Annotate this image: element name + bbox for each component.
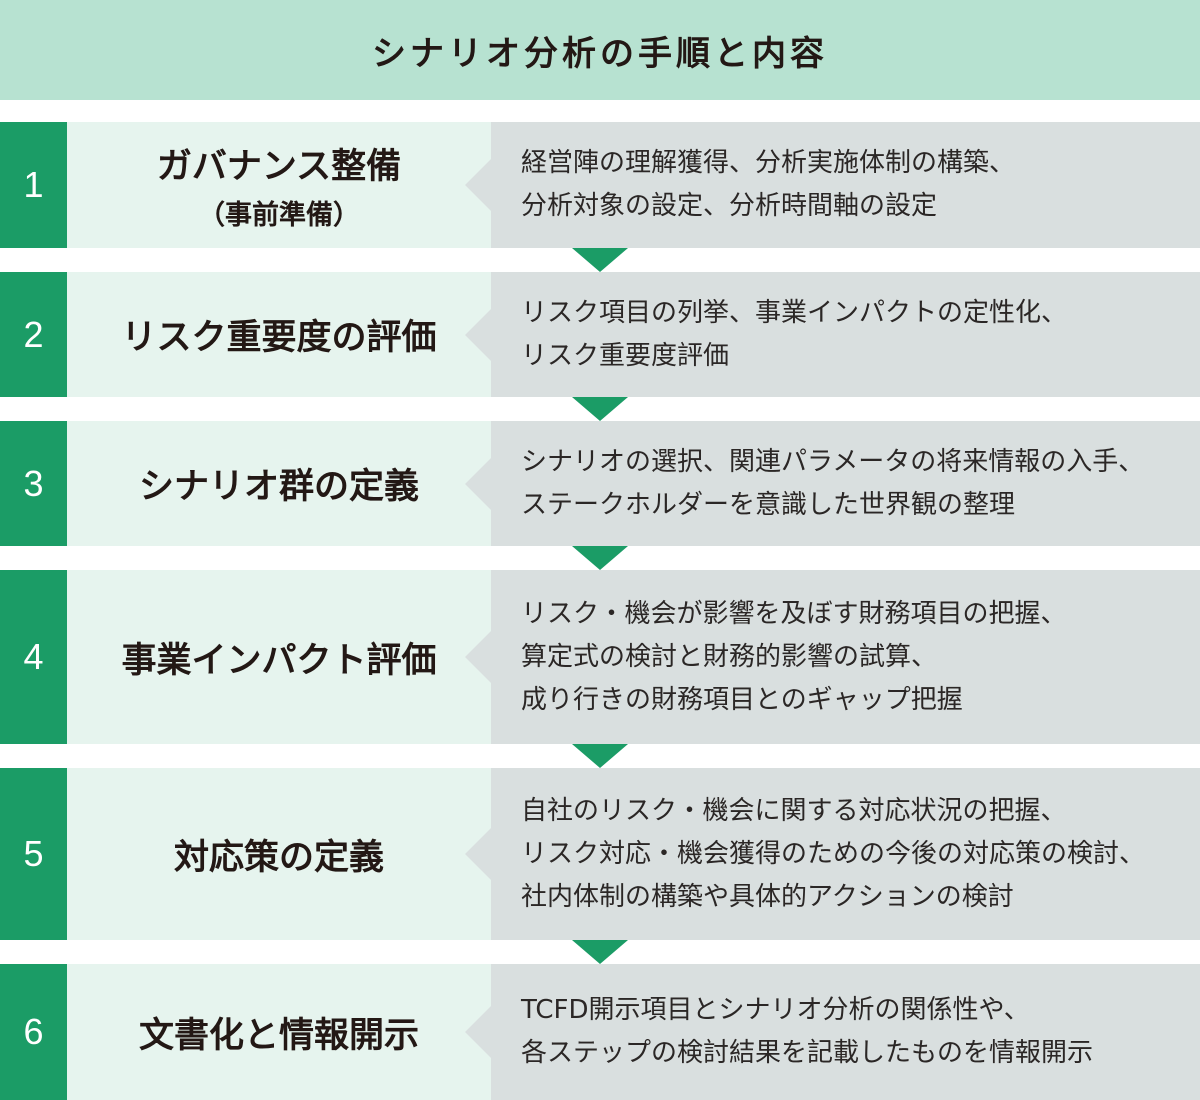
pointer-notch-icon [465,631,491,683]
down-arrow-icon [572,744,628,768]
description-line: 分析対象の設定、分析時間軸の設定 [521,191,938,221]
step-description: TCFD開示項目とシナリオ分析の関係性や、 各ステップの検討結果を記載したものを… [491,964,1200,1100]
step-description: リスク項目の列挙、事業インパクトの定性化、 リスク重要度評価 [491,272,1200,397]
description-line: 成り行きの財務項目とのギャップ把握 [521,684,963,715]
pointer-notch-icon [465,159,491,211]
step-title-box: 事業インパクト評価 [67,570,491,744]
down-arrow-icon [572,397,628,421]
step-title-box: ガバナンス整備 （事前準備） [67,122,491,248]
description-line: リスク重要度評価 [521,340,730,371]
diagram-title: シナリオ分析の手順と内容 [372,33,828,74]
step-description: 経営陣の理解獲得、分析実施体制の構築、 分析対象の設定、分析時間軸の設定 [491,122,1200,248]
step-1: 1 ガバナンス整備 （事前準備） 経営陣の理解獲得、分析実施体制の構築、 分析対… [0,122,1200,248]
step-number: 3 [0,421,67,546]
down-arrow-icon [572,940,628,964]
step-subtitle: （事前準備） [198,200,360,231]
description-line: リスク対応・機会獲得のための今後の対応策の検討、 [521,838,1146,869]
description-line: 経営陣の理解獲得、分析実施体制の構築、 [521,148,1016,178]
pointer-notch-icon [465,308,491,361]
step-number: 2 [0,272,67,397]
step-title: 文書化と情報開示 [138,1015,419,1056]
description-line: 算定式の検討と財務的影響の試算、 [521,641,938,672]
step-2: 2 リスク重要度の評価 リスク項目の列挙、事業インパクトの定性化、 リスク重要度… [0,272,1200,397]
step-4: 4 事業インパクト評価 リスク・機会が影響を及ぼす財務項目の把握、 算定式の検討… [0,570,1200,744]
step-number: 1 [0,122,67,248]
step-title: 事業インパクト評価 [121,640,437,681]
description-line: 社内体制の構築や具体的アクションの検討 [521,881,1014,912]
description-line: シナリオの選択、関連パラメータの将来情報の入手、 [521,446,1145,477]
step-title: リスク重要度の評価 [121,318,437,358]
down-arrow-icon [572,248,628,272]
step-title: 対応策の定義 [173,837,384,878]
description-line: リスク・機会が影響を及ぼす財務項目の把握、 [521,598,1067,629]
description-line: ステークホルダーを意識した世界観の整理 [521,489,1016,520]
pointer-notch-icon [465,457,491,510]
step-description: シナリオの選択、関連パラメータの将来情報の入手、 ステークホルダーを意識した世界… [491,421,1200,546]
step-5: 5 対応策の定義 自社のリスク・機会に関する対応状況の把握、 リスク対応・機会獲… [0,768,1200,940]
diagram-header: シナリオ分析の手順と内容 [0,0,1200,100]
step-number: 5 [0,768,67,940]
step-title: ガバナンス整備 [156,147,402,187]
step-number: 4 [0,570,67,744]
description-line: 各ステップの検討結果を記載したものを情報開示 [521,1038,1094,1068]
description-line: 自社のリスク・機会に関する対応状況の把握、 [521,795,1067,826]
description-line: リスク項目の列挙、事業インパクトの定性化、 [521,297,1068,328]
step-3: 3 シナリオ群の定義 シナリオの選択、関連パラメータの将来情報の入手、 ステーク… [0,421,1200,546]
step-title: シナリオ群の定義 [138,467,419,507]
step-number: 6 [0,964,67,1100]
pointer-notch-icon [465,1006,491,1058]
step-title-box: シナリオ群の定義 [67,421,491,546]
step-description: 自社のリスク・機会に関する対応状況の把握、 リスク対応・機会獲得のための今後の対… [491,768,1200,940]
step-description: リスク・機会が影響を及ぼす財務項目の把握、 算定式の検討と財務的影響の試算、 成… [491,570,1200,744]
pointer-notch-icon [465,828,491,880]
description-line: TCFD開示項目とシナリオ分析の関係性や、 [521,995,1030,1025]
down-arrow-icon [572,546,628,570]
step-title-box: 文書化と情報開示 [67,964,491,1100]
step-6: 6 文書化と情報開示 TCFD開示項目とシナリオ分析の関係性や、 各ステップの検… [0,964,1200,1100]
step-title-box: リスク重要度の評価 [67,272,491,397]
step-title-box: 対応策の定義 [67,768,491,940]
